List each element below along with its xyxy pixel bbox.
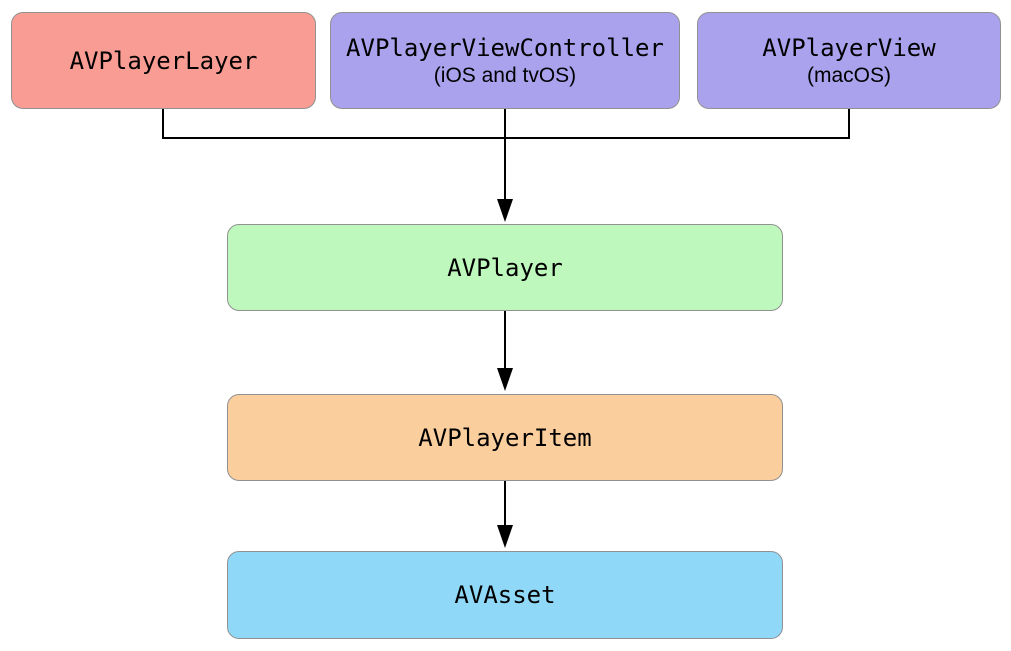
- node-avplayerview: AVPlayerView (macOS): [697, 12, 1001, 109]
- node-avplayer-label: AVPlayer: [447, 253, 563, 282]
- node-avplayerviewcontroller-platform: (iOS and tvOS): [433, 63, 577, 87]
- node-avplayer: AVPlayer: [227, 224, 783, 311]
- arrowhead-to-item: [497, 368, 513, 391]
- node-avasset: AVAsset: [227, 551, 783, 639]
- node-avplayerview-platform: (macOS): [807, 63, 891, 87]
- node-avplayerlayer-label: AVPlayerLayer: [69, 46, 258, 75]
- node-avasset-label: AVAsset: [454, 581, 556, 609]
- node-avplayerviewcontroller-label: AVPlayerViewController: [346, 33, 664, 62]
- node-avplayerviewcontroller: AVPlayerViewController (iOS and tvOS): [330, 12, 680, 109]
- node-avplayeritem-label: AVPlayerItem: [418, 423, 592, 452]
- node-avplayerlayer: AVPlayerLayer: [11, 12, 316, 109]
- node-avplayeritem: AVPlayerItem: [227, 394, 783, 481]
- arrowhead-to-asset: [497, 525, 513, 548]
- arrowhead-to-player: [497, 199, 513, 222]
- node-avplayerview-label: AVPlayerView: [762, 33, 936, 62]
